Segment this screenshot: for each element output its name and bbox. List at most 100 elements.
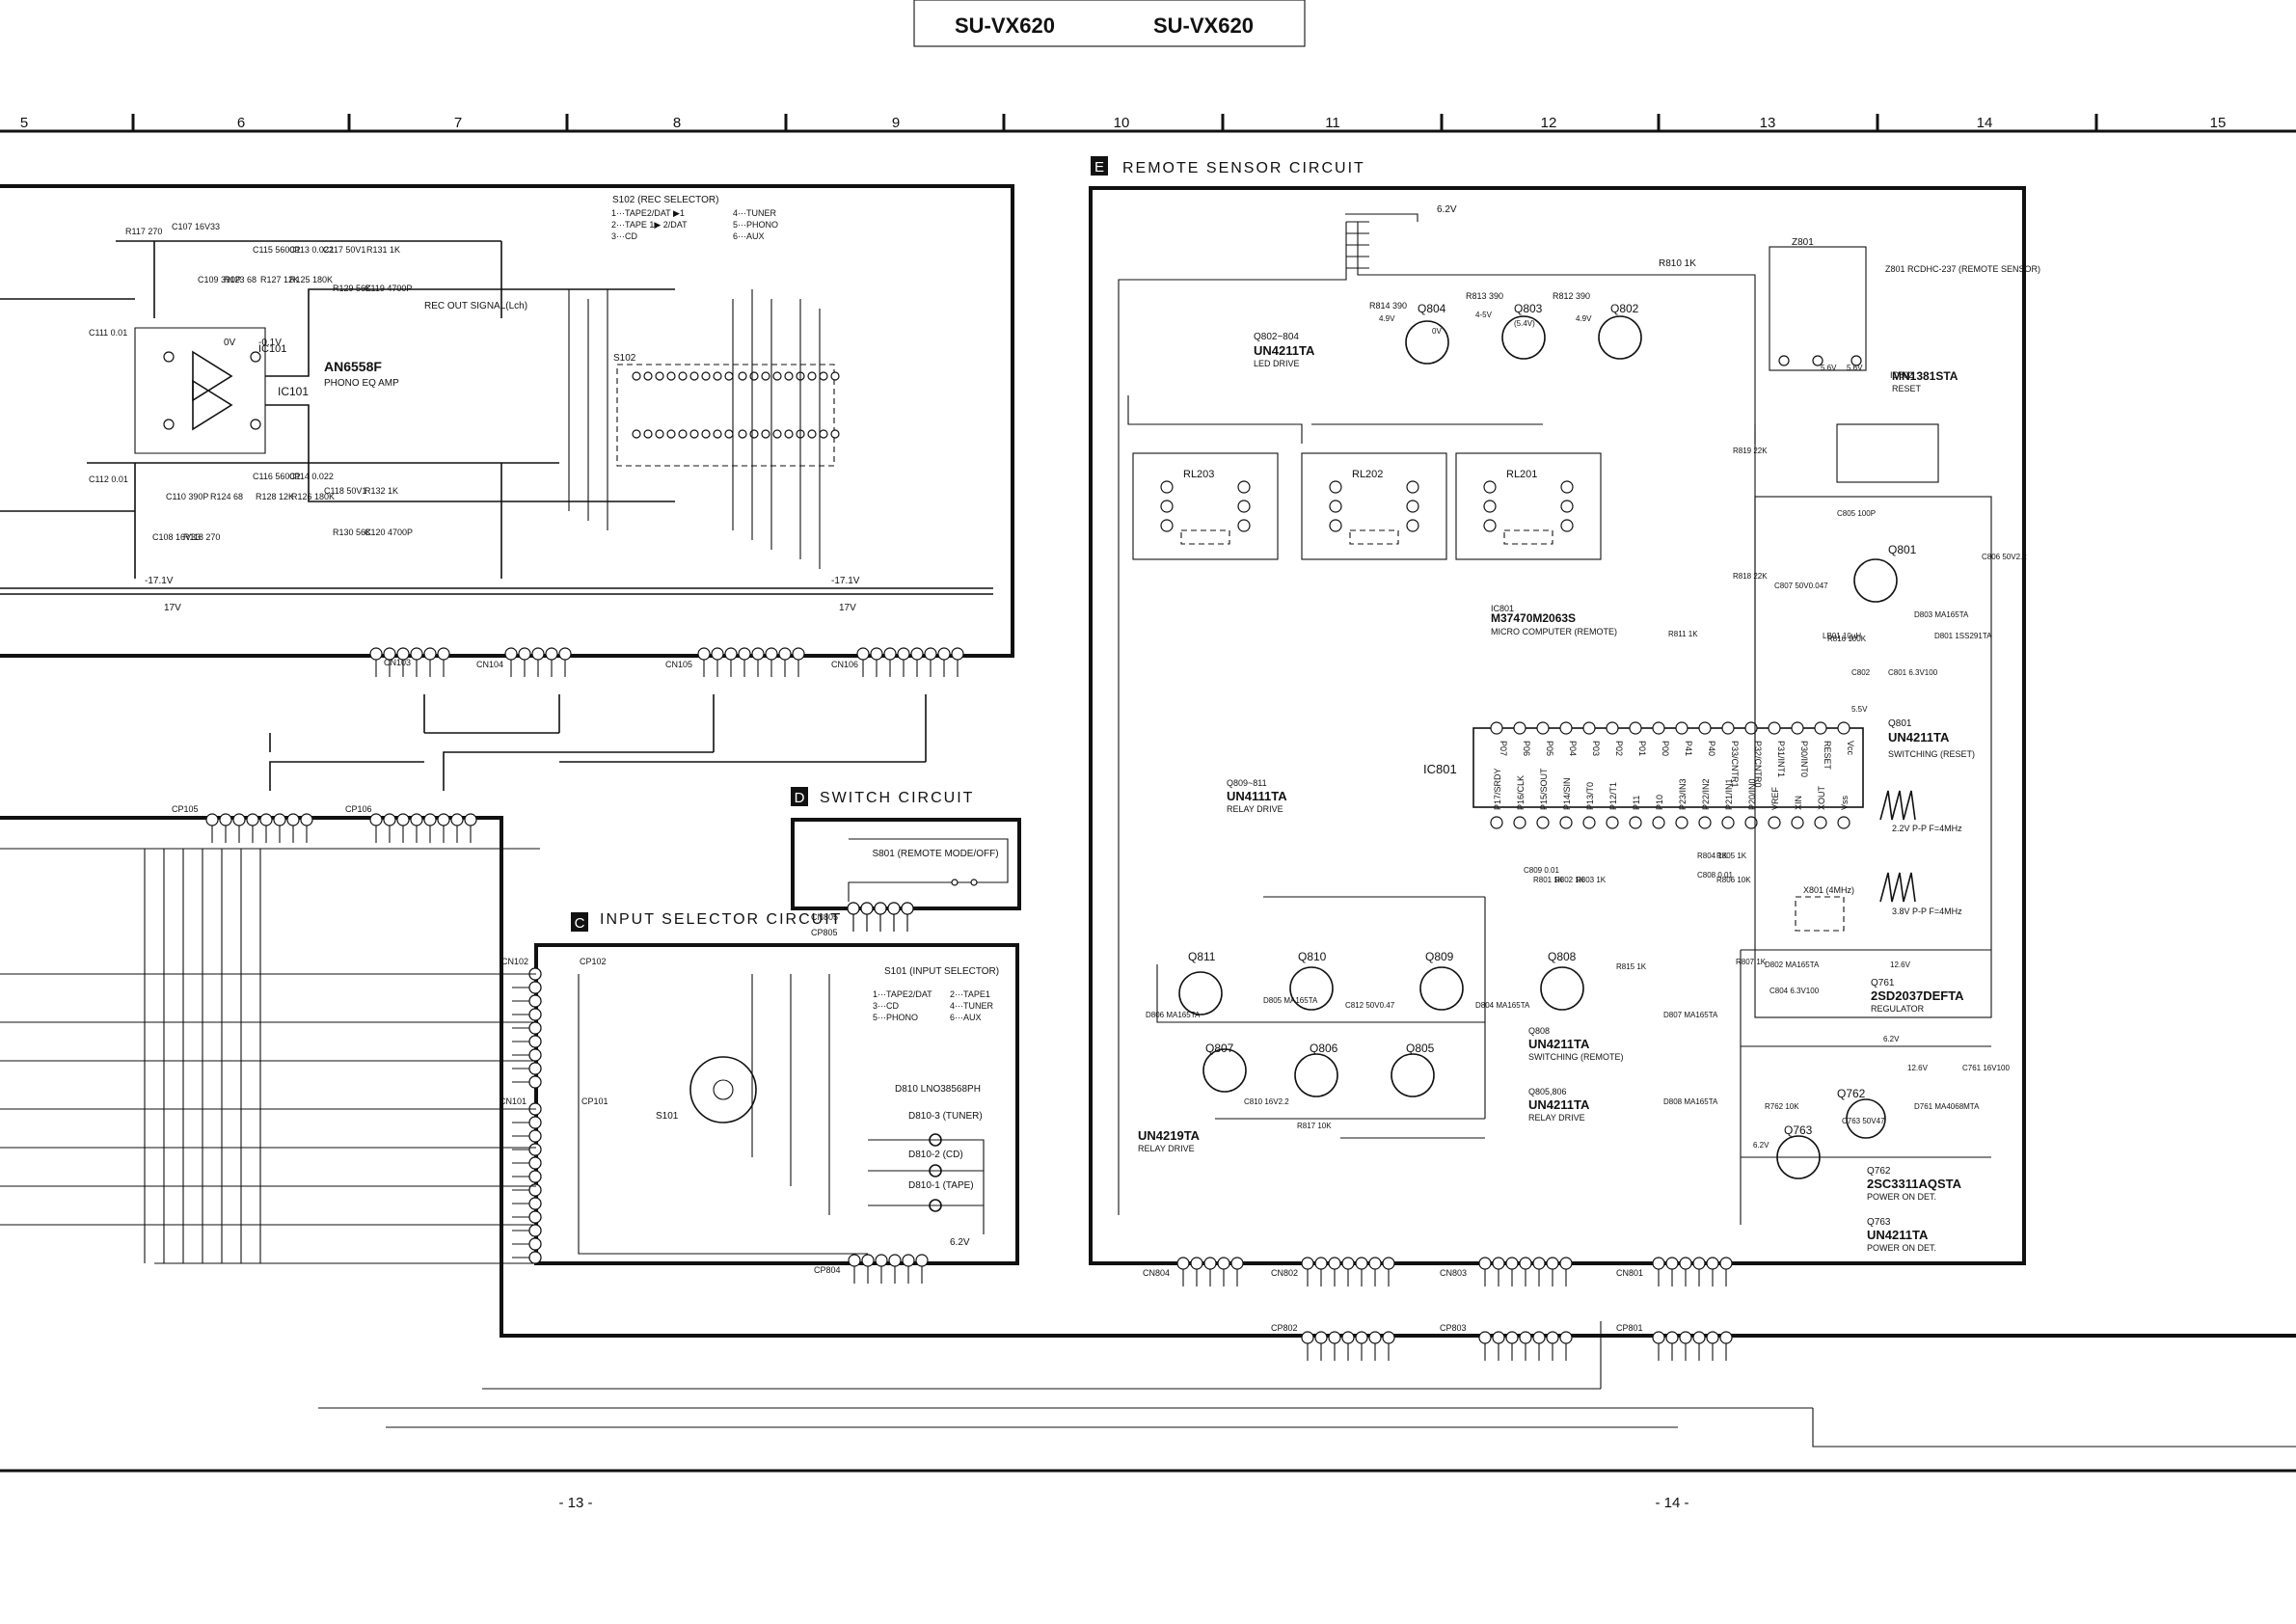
- grid-column-label: 7: [454, 115, 462, 131]
- ic801-part: M37470M2063S: [1491, 611, 1576, 625]
- phono-ic-desc: PHONO EQ AMP: [324, 378, 399, 389]
- q762-ref: Q762: [1867, 1166, 1891, 1177]
- cn106-pin: [883, 647, 897, 661]
- s102-contact: [772, 429, 782, 439]
- model-header-box: [913, 0, 1306, 47]
- grid-column-label: 12: [1541, 115, 1557, 131]
- ic801-top-pin-label: RESET: [1823, 741, 1832, 771]
- cp802-pin: [1301, 1331, 1314, 1344]
- cp802-pin: [1368, 1331, 1382, 1344]
- cp801-pin: [1679, 1331, 1692, 1344]
- phono-rail-5: -0.1V: [258, 338, 282, 348]
- cn801-pin: [1692, 1257, 1706, 1270]
- ic801-top-pin: [1837, 721, 1850, 735]
- cp105-pin: [219, 813, 232, 826]
- ic801-top-pin-label: P03: [1591, 741, 1601, 756]
- s102-contact: [689, 429, 699, 439]
- ic801-bottom-pin-label: P17/SRDY: [1493, 768, 1502, 810]
- s102-contact: [830, 429, 840, 439]
- component-label: D807 MA165TA: [1663, 1011, 1718, 1019]
- cp805-pin: [860, 902, 874, 915]
- s102-contact: [761, 429, 770, 439]
- ic801-top-pin: [1791, 721, 1804, 735]
- cp101-pin: [528, 1170, 542, 1183]
- phono-rail-6: 0V: [224, 338, 236, 348]
- cp102-pin: [528, 1035, 542, 1048]
- cp804-pin: [888, 1254, 902, 1267]
- cn106-pin: [951, 647, 964, 661]
- q805-806-desc: RELAY DRIVE: [1528, 1113, 1585, 1123]
- ic801-ref: IC801: [1423, 762, 1457, 776]
- s102-contact: [655, 371, 664, 381]
- phono-component-label: C118 50V1: [324, 486, 366, 496]
- grid-column-label: 13: [1760, 115, 1776, 131]
- interconnect-wires-upper: [269, 694, 927, 791]
- input-selector-content: S101 (INPUT SELECTOR) 1···TAPE2/DAT 3···…: [578, 966, 999, 1255]
- q763-ref: Q763: [1867, 1217, 1891, 1228]
- ic801-top-pin-label: P05: [1545, 741, 1554, 756]
- voltage-label: 5.6V: [1821, 364, 1837, 372]
- connector-label-cn104: CN104: [476, 660, 503, 669]
- phono-opamp-upper-symbol: [192, 350, 233, 402]
- ic801-bottom-pin: [1791, 816, 1804, 829]
- connector-label-cn106: CN106: [831, 660, 858, 669]
- grid-column-label: 11: [1325, 115, 1340, 131]
- component-label: R818 22K: [1733, 572, 1768, 581]
- connector-label-cn105: CN105: [665, 660, 692, 669]
- s102-contact: [713, 429, 722, 439]
- cp801-pin: [1652, 1331, 1665, 1344]
- phono-component-label: R129 56K: [333, 284, 371, 293]
- cn104-pin: [558, 647, 572, 661]
- phono-component-label: C107 16V33: [172, 222, 220, 231]
- q807-desc: RELAY DRIVE: [1138, 1144, 1195, 1153]
- ic801-bottom-pin: [1814, 816, 1827, 829]
- relay-coil-icon: [1349, 529, 1399, 545]
- s102-contact: [772, 371, 782, 381]
- section-d-letter: D: [795, 790, 805, 806]
- cp802-pin: [1328, 1331, 1341, 1344]
- q802-804-ref: Q802~804: [1254, 332, 1299, 342]
- cp101-pin: [528, 1143, 542, 1156]
- voltage-label: 5.5V: [1851, 705, 1868, 714]
- cn802-pin: [1301, 1257, 1314, 1270]
- s102-contact: [830, 371, 840, 381]
- ic801-top-pin: [1744, 721, 1758, 735]
- section-c-marker: [571, 912, 588, 932]
- x801-crystal-box: [1795, 896, 1845, 932]
- phono-component-label: R132 1K: [365, 486, 398, 496]
- model-name-right: SU-VX620: [1153, 14, 1254, 38]
- cn802-pin: [1355, 1257, 1368, 1270]
- grid-column-label: 14: [1977, 115, 1993, 131]
- voltage-label: 4.9V: [1576, 314, 1592, 323]
- s102-contact: [632, 371, 641, 381]
- cn106-pin: [937, 647, 951, 661]
- q801-part: UN4211TA: [1888, 730, 1950, 744]
- component-label: C761 16V100: [1962, 1064, 2010, 1072]
- input-selector-supply: 6.2V: [950, 1237, 970, 1248]
- ic801-bottom-pin: [1513, 816, 1526, 829]
- ic802-box: [1836, 423, 1939, 483]
- grid-column-label: 6: [237, 115, 245, 131]
- ic801-top-pin: [1768, 721, 1781, 735]
- switch-circuit-title: SWITCH CIRCUIT: [820, 790, 974, 806]
- component-label: C809 0.01: [1524, 866, 1559, 875]
- ic801-top-pin: [1559, 721, 1573, 735]
- d810-label: D810 LNO38568PH: [895, 1084, 981, 1095]
- cp805-pin: [874, 902, 887, 915]
- ic801-bottom-pin: [1744, 816, 1758, 829]
- s102-item-6: 6···AUX: [733, 231, 765, 241]
- ic801-bottom-pin: [1768, 816, 1781, 829]
- phono-ic-ref: IC101: [258, 343, 286, 355]
- connector-label-cp101: CP101: [581, 1096, 608, 1106]
- connector-label-cn804: CN804: [1143, 1268, 1170, 1278]
- connector-label-cp106: CP106: [345, 804, 372, 814]
- s102-contact: [678, 371, 688, 381]
- ic801-top-pin: [1721, 721, 1735, 735]
- q809-811-desc: RELAY DRIVE: [1227, 804, 1283, 814]
- cp101-pin: [528, 1251, 542, 1264]
- cn801-pin: [1679, 1257, 1692, 1270]
- relay-label: RL203: [1183, 469, 1214, 480]
- s102-contact: [749, 429, 759, 439]
- q762-label: Q762: [1837, 1087, 1866, 1100]
- component-label: C812 50V0.47: [1345, 1001, 1395, 1010]
